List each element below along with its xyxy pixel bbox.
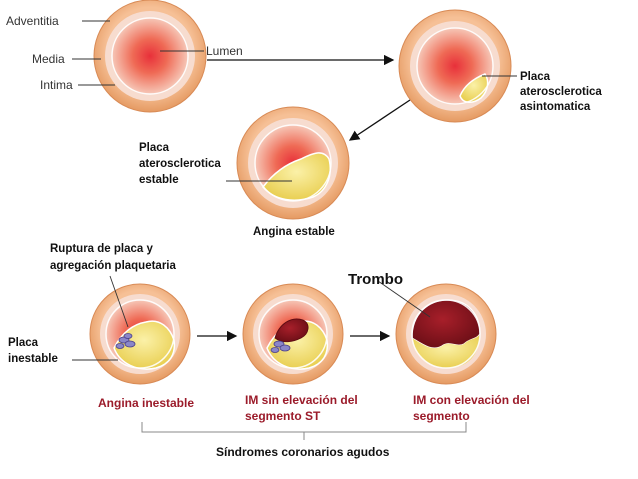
label-im-sin-st: IM sin elevación del segmento ST [245, 393, 361, 423]
vessel-stemi [395, 283, 497, 385]
label-trombo: Trombo [348, 271, 403, 288]
label-angina-inestable: Angina inestable [98, 396, 194, 410]
label-lumen: Lumen [206, 44, 243, 58]
label-adventitia: Adventitia [6, 14, 59, 28]
label-ruptura: Ruptura de placa y agregación plaquetari… [50, 243, 177, 272]
label-sindromes: Síndromes coronarios agudos [216, 445, 390, 459]
label-im-con-st: IM con elevación del segmento [413, 393, 533, 423]
vessel-plaque-asymptomatic [398, 9, 512, 123]
label-angina-estable: Angina estable [253, 226, 335, 238]
vessel-nstemi [242, 283, 344, 385]
label-placa-inestable: Placa inestable [8, 337, 58, 365]
platelet-aggregate [115, 333, 136, 349]
acs-bracket [141, 422, 467, 440]
vessel-normal [93, 0, 207, 113]
label-intima: Intima [40, 78, 73, 92]
vessel-plaque-unstable [89, 283, 191, 385]
platelet-aggregate [270, 340, 291, 353]
vessel-plaque-stable [236, 106, 350, 220]
label-placa-asintomatica: Placa aterosclerotica asintomatica [520, 71, 605, 113]
label-media: Media [32, 52, 65, 66]
label-placa-estable: Placa aterosclerotica estable [139, 142, 224, 186]
leader-lines [72, 20, 517, 361]
thrombus-partial [274, 318, 309, 343]
arrow-asymptomatic-to-stable [348, 99, 411, 141]
